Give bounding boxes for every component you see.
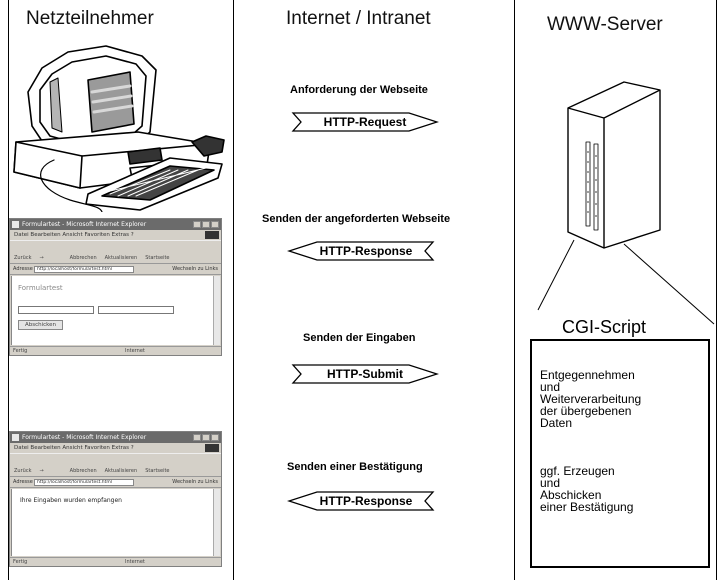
maximize-icon[interactable] (202, 221, 210, 228)
browser-2-menubar: Datei Bearbeiten Ansicht Favoriten Extra… (10, 443, 221, 453)
browser-1-titlebar: Formulartest - Microsoft Internet Explor… (10, 219, 221, 230)
step-1-label: Anforderung der Webseite (290, 84, 428, 96)
http-submit-arrow-label: HTTP-Submit (327, 367, 403, 381)
scrollbar[interactable] (213, 489, 220, 556)
http-response-arrow-2: HTTP-Response (287, 486, 435, 516)
windows-logo-icon (205, 231, 219, 239)
browser-1-content: Formulartest Abschicken (11, 276, 220, 345)
forward-button[interactable]: → (39, 468, 44, 474)
submit-button[interactable]: Abschicken (18, 320, 64, 330)
go-links[interactable]: Wechseln zu Links (172, 266, 218, 272)
window-controls (193, 221, 219, 228)
browser-1-statusbar: Fertig Internet (10, 346, 221, 355)
status-text: Fertig (13, 559, 28, 565)
form-field-2[interactable] (98, 306, 174, 314)
minimize-icon[interactable] (193, 434, 201, 441)
form-field-1[interactable] (18, 306, 94, 314)
status-text: Fertig (13, 348, 28, 354)
http-response-arrow-1-label: HTTP-Response (319, 244, 413, 258)
browser-1-addressbar: Adresse http://localhost/formulartest.ht… (10, 264, 221, 275)
client-column-right-border (233, 0, 234, 580)
internet-zone-label: Internet (125, 348, 145, 354)
network-column-title: Internet / Intranet (286, 8, 431, 29)
server-column-left-border (514, 0, 515, 580)
browser-1-title: Formulartest - Microsoft Internet Explor… (22, 221, 147, 228)
step-3-label: Senden der Eingaben (303, 332, 416, 344)
browser-2-statusbar: Fertig Internet (10, 557, 221, 566)
server-cgi-connector (537, 239, 715, 325)
address-input[interactable]: http://localhost/formulartest.html (34, 266, 134, 273)
browser-2-toolbar: Zurück → Abbrechen Aktualisieren Startse… (10, 453, 221, 477)
cgi-script-label: CGI-Script (562, 317, 647, 337)
server-column-title: WWW-Server (547, 14, 663, 35)
http-response-arrow-1: HTTP-Response (287, 236, 435, 266)
maximize-icon[interactable] (202, 434, 210, 441)
client-column-title: Netzteilnehmer (26, 8, 154, 29)
home-button[interactable]: Startseite (145, 468, 170, 474)
browser-2-titlebar: Formulartest - Microsoft Internet Explor… (10, 432, 221, 443)
window-controls (193, 434, 219, 441)
close-icon[interactable] (211, 221, 219, 228)
step-2-label: Senden der angeforderten Webseite (262, 213, 451, 225)
browser-2-title: Formulartest - Microsoft Internet Explor… (22, 434, 147, 441)
browser-2-addressbar: Adresse http://localhost/formulartest.ht… (10, 477, 221, 488)
confirmation-message: Ihre Eingaben wurden empfangen (20, 497, 122, 504)
browser-window-confirmation: Formulartest - Microsoft Internet Explor… (9, 431, 222, 567)
cgi-confirmation-text: ggf. Erzeugen und Abschicken einer Bestä… (540, 464, 634, 514)
home-button[interactable]: Startseite (145, 255, 170, 261)
browser-window-form: Formulartest - Microsoft Internet Explor… (9, 218, 222, 356)
ie-app-icon (12, 434, 19, 441)
computer-icon (13, 45, 225, 212)
scrollbar[interactable] (213, 276, 220, 345)
refresh-button[interactable]: Aktualisieren (104, 255, 138, 261)
cgi-script-box: Entgegennehmen und Weiterverarbeitung de… (530, 339, 710, 568)
address-label: Adresse (13, 266, 33, 272)
cgi-processing-text: Entgegennehmen und Weiterverarbeitung de… (540, 368, 642, 430)
address-input[interactable]: http://localhost/formulartest.html (34, 479, 134, 486)
stop-button[interactable]: Abbrechen (69, 468, 97, 474)
browser-2-menu-items[interactable]: Datei Bearbeiten Ansicht Favoriten Extra… (14, 445, 134, 451)
server-icon (567, 81, 661, 249)
forward-button[interactable]: → (39, 255, 44, 261)
form-title: Formulartest (18, 284, 63, 292)
http-request-arrow: HTTP-Request (291, 107, 439, 137)
address-label: Adresse (13, 479, 33, 485)
browser-2-content: Ihre Eingaben wurden empfangen (11, 489, 220, 556)
http-response-arrow-2-label: HTTP-Response (319, 494, 413, 508)
refresh-button[interactable]: Aktualisieren (104, 468, 138, 474)
stop-button[interactable]: Abbrechen (69, 255, 97, 261)
http-request-arrow-label: HTTP-Request (323, 115, 407, 129)
back-button[interactable]: Zurück (14, 255, 32, 261)
browser-1-menubar: Datei Bearbeiten Ansicht Favoriten Extra… (10, 230, 221, 240)
minimize-icon[interactable] (193, 221, 201, 228)
browser-1-menu-items[interactable]: Datei Bearbeiten Ansicht Favoriten Extra… (14, 232, 134, 238)
ie-app-icon (12, 221, 19, 228)
back-button[interactable]: Zurück (14, 468, 32, 474)
go-links[interactable]: Wechseln zu Links (172, 479, 218, 485)
windows-logo-icon (205, 444, 219, 452)
client-column-left-border (8, 0, 9, 580)
internet-zone-label: Internet (125, 559, 145, 565)
close-icon[interactable] (211, 434, 219, 441)
step-4-label: Senden einer Bestätigung (287, 461, 423, 473)
http-submit-arrow: HTTP-Submit (291, 359, 439, 389)
browser-1-toolbar: Zurück → Abbrechen Aktualisieren Startse… (10, 240, 221, 264)
